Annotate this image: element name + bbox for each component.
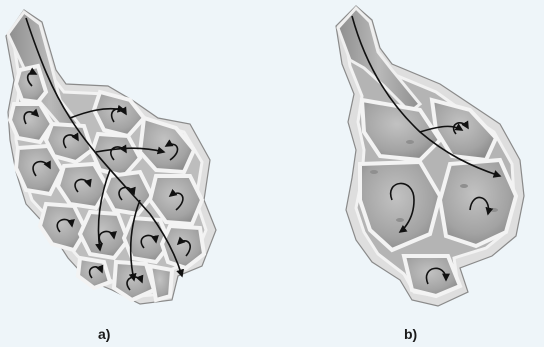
tissue-dot xyxy=(370,170,378,174)
alveolus-merged xyxy=(404,256,460,296)
panel-a-normal-alveoli xyxy=(6,10,216,304)
tissue-dot xyxy=(396,218,404,222)
alveolus xyxy=(80,212,128,258)
tissue-dot xyxy=(406,140,414,144)
tissue-dot xyxy=(490,208,498,212)
tissue-dot xyxy=(460,184,468,188)
panel-a-caption: a) xyxy=(98,326,110,342)
alveolus xyxy=(150,266,172,300)
panel-b-merged-alveoli xyxy=(336,6,524,306)
alveolus xyxy=(114,262,154,300)
alveolus xyxy=(78,258,110,288)
alveolus xyxy=(94,92,144,136)
alveolus-merged xyxy=(440,160,516,246)
panel-b-caption: b) xyxy=(404,326,417,342)
